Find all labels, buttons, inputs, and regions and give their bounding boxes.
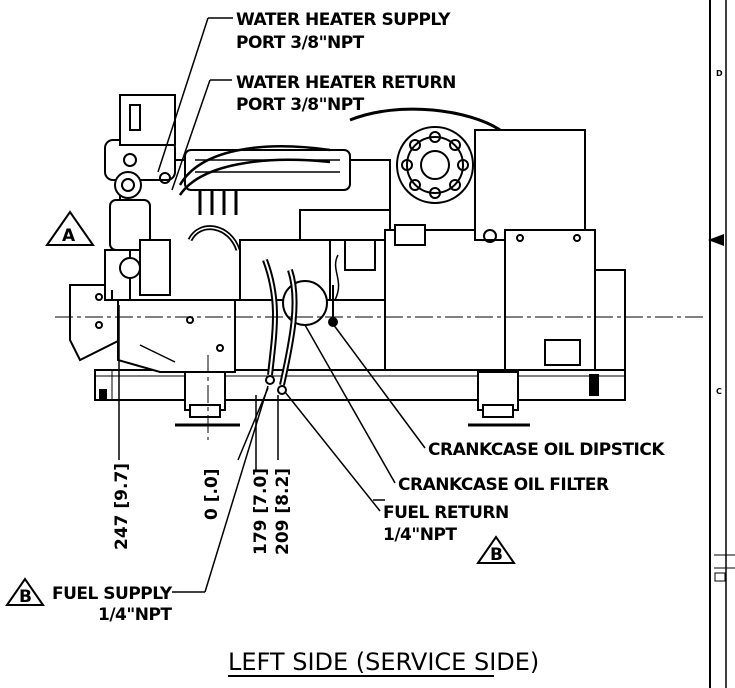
water-heater-supply-port-label: PORT 3/8"NPT [236,33,365,53]
engine-generator-drawing [69,94,626,427]
zone-letter-c: C [716,387,722,396]
revision-marker-b-supply: B [5,577,45,607]
revision-marker-b-return: B [476,535,516,565]
water-heater-return-port-label: PORT 3/8"NPT [236,95,365,115]
dimension-179: 179 [7.0] [251,468,271,555]
view-title: LEFT SIDE (SERVICE SIDE) [228,648,539,676]
zone-letter-d: D [716,69,723,78]
dimension-247: 247 [9.7] [112,463,132,550]
crankcase-oil-filter-label: CRANKCASE OIL FILTER [398,475,609,495]
fuel-return-size-label: 1/4"NPT [383,525,457,545]
fuel-supply-label: FUEL SUPPLY [52,584,173,604]
fuel-supply-size-label: 1/4"NPT [98,605,172,625]
fuel-return-label: FUEL RETURN [383,503,509,523]
svg-text:B: B [19,587,32,607]
svg-text:B: B [490,545,503,565]
svg-text:A: A [62,226,76,246]
water-heater-return-label: WATER HEATER RETURN [236,73,456,93]
crankcase-oil-dipstick-label: CRANKCASE OIL DIPSTICK [428,440,665,460]
revision-marker-a: A [45,210,95,246]
dimension-209: 209 [8.2] [273,468,293,555]
leader-lines [118,17,426,593]
water-heater-supply-label: WATER HEATER SUPPLY [236,10,451,30]
dimension-0: 0 [.0] [202,468,222,520]
centerlines [55,316,705,440]
vibration-mounts [175,371,530,427]
drawing-frame [708,0,735,688]
